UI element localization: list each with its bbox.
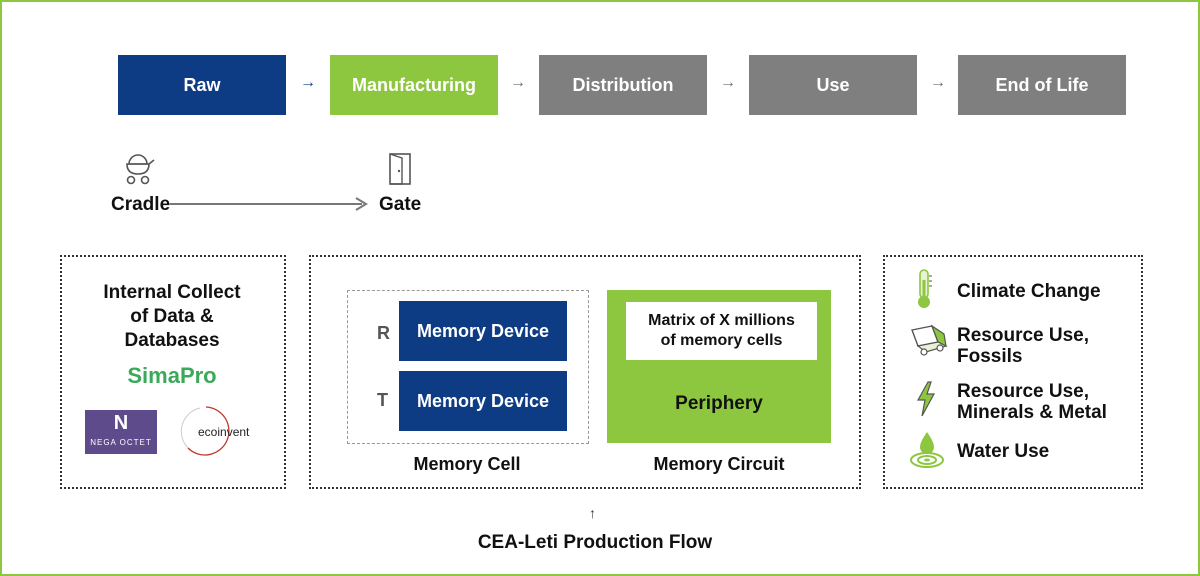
impact-label: Fossils (957, 346, 1023, 367)
memory-device-box: Memory Device (399, 371, 567, 431)
cradle-to-gate-arrow (170, 197, 368, 211)
data-sources-title-line: Internal Collect (103, 282, 241, 303)
stage-distribution: Distribution (539, 55, 707, 115)
truck-icon (911, 324, 948, 356)
stage-end-of-life: End of Life (958, 55, 1126, 115)
nega-octet-logo: N NEGA OCTET (85, 410, 157, 454)
cell-letter-r: R (377, 323, 390, 343)
impact-label: Resource Use, (957, 381, 1090, 402)
impact-label: Resource Use, (957, 325, 1090, 346)
impact-label: Water Use (957, 441, 1050, 462)
stage-use: Use (749, 55, 917, 115)
stage-manufacturing: Manufacturing (330, 55, 498, 115)
data-sources-title-line: of Data & (130, 306, 214, 327)
simapro-logo: SimaPro (127, 363, 217, 388)
impacts-box (883, 255, 1143, 489)
thermometer-icon (918, 269, 932, 308)
door-icon (389, 153, 411, 185)
stroller-icon (126, 154, 155, 185)
lightning-icon (916, 381, 936, 417)
impact-resource-fossils: Resource Use, Fossils (957, 325, 1089, 367)
data-sources-box (60, 255, 286, 489)
matrix-line: Matrix of X millions (648, 312, 795, 329)
data-sources-title: Internal Collect of Data & Databases (62, 281, 282, 353)
memory-cell-label: Memory Cell (413, 454, 521, 474)
impact-resource-minerals: Resource Use, Minerals & Metal (957, 381, 1107, 423)
water-drop-icon (910, 432, 944, 468)
matrix-box: Matrix of X millions of memory cells (626, 302, 817, 360)
ecoinvent-logo: ecoinvent (198, 425, 250, 439)
data-sources-title-line: Databases (124, 330, 220, 351)
cradle-label: Cradle (111, 194, 171, 215)
flow-arrow-icon: ↑ (589, 505, 596, 521)
periphery-label: Periphery (675, 393, 763, 414)
impact-label: Minerals & Metal (957, 402, 1107, 423)
stage-arrow: → (930, 74, 946, 91)
memory-circuit-label: Memory Circuit (653, 454, 785, 474)
nega-octet-text: NEGA OCTET (90, 438, 152, 447)
production-box (309, 255, 861, 489)
impact-climate-change: Climate Change (957, 281, 1101, 302)
impact-label: Climate Change (957, 281, 1101, 302)
matrix-line: of memory cells (660, 332, 783, 349)
memory-device-box: Memory Device (399, 301, 567, 361)
memory-cell-box (347, 290, 589, 444)
cell-letter-t: T (377, 390, 388, 410)
stage-arrow: → (510, 74, 526, 91)
gate-label: Gate (379, 194, 422, 215)
stage-raw: Raw (118, 55, 286, 115)
impact-water-use: Water Use (957, 441, 1049, 462)
stage-arrow: → (300, 74, 316, 91)
nega-octet-letter: N (113, 412, 129, 434)
production-flow-label: CEA-Leti Production Flow (477, 532, 713, 553)
ecoinvent-circle-icon (180, 406, 230, 456)
stage-arrow: → (720, 74, 736, 91)
